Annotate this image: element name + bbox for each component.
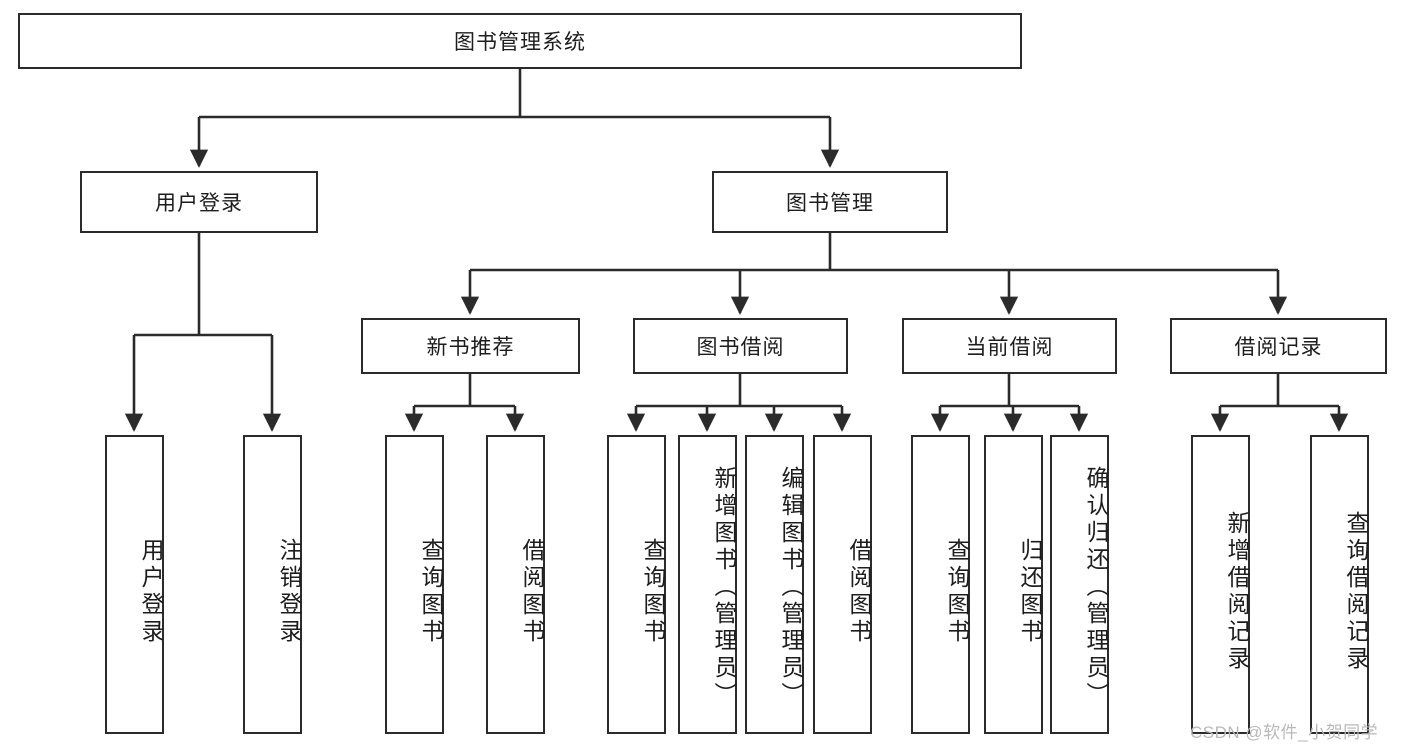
- node-leaf-edit-book[interactable]: 编辑图书（管理员）: [745, 435, 804, 734]
- node-leaf-query-book-2[interactable]: 查询图书: [607, 435, 666, 734]
- node-new-book-recommend-label: 新书推荐: [426, 336, 515, 359]
- node-book-borrow-label: 图书借阅: [696, 336, 785, 359]
- node-leaf-add-record[interactable]: 新增借阅记录: [1191, 435, 1250, 734]
- node-current-borrow-label: 当前借阅: [965, 336, 1054, 359]
- node-root[interactable]: 图书管理系统: [18, 13, 1022, 69]
- node-user-login[interactable]: 用户登录: [80, 171, 318, 233]
- node-leaf-query-record-label: 查询借阅记录: [1343, 510, 1369, 673]
- node-user-login-label: 用户登录: [155, 192, 243, 215]
- node-leaf-logout-label: 注销登录: [276, 537, 302, 646]
- node-leaf-query-book-3[interactable]: 查询图书: [911, 435, 970, 734]
- node-current-borrow[interactable]: 当前借阅: [902, 318, 1117, 374]
- node-leaf-add-book-label: 新增图书（管理员）: [711, 466, 737, 709]
- node-leaf-logout[interactable]: 注销登录: [243, 435, 302, 734]
- csdn-watermark: CSDN @软件_小贺同学: [1190, 723, 1379, 742]
- node-leaf-confirm-return-label: 确认归还（管理员）: [1083, 466, 1109, 709]
- node-leaf-query-book-1-label: 查询图书: [418, 537, 444, 646]
- node-leaf-add-book[interactable]: 新增图书（管理员）: [678, 435, 737, 734]
- node-borrow-record-label: 借阅记录: [1234, 336, 1323, 359]
- node-leaf-return-book-label: 归还图书: [1017, 537, 1043, 646]
- node-leaf-borrow-book-1[interactable]: 借阅图书: [486, 435, 545, 734]
- node-leaf-query-record[interactable]: 查询借阅记录: [1310, 435, 1369, 734]
- node-root-label: 图书管理系统: [454, 31, 586, 54]
- node-leaf-borrow-book-2[interactable]: 借阅图书: [813, 435, 872, 734]
- node-book-manage[interactable]: 图书管理: [712, 171, 948, 233]
- node-leaf-borrow-book-1-label: 借阅图书: [519, 537, 545, 646]
- node-leaf-add-record-label: 新增借阅记录: [1224, 510, 1250, 673]
- node-leaf-query-book-2-label: 查询图书: [640, 537, 666, 646]
- node-leaf-user-login[interactable]: 用户登录: [105, 435, 164, 734]
- node-new-book-recommend[interactable]: 新书推荐: [361, 318, 580, 374]
- node-leaf-return-book[interactable]: 归还图书: [984, 435, 1043, 734]
- node-book-manage-label: 图书管理: [786, 192, 874, 215]
- node-leaf-edit-book-label: 编辑图书（管理员）: [778, 466, 804, 709]
- node-leaf-query-book-3-label: 查询图书: [944, 537, 970, 646]
- node-book-borrow[interactable]: 图书借阅: [633, 318, 848, 374]
- node-leaf-user-login-label: 用户登录: [138, 537, 164, 646]
- node-borrow-record[interactable]: 借阅记录: [1170, 318, 1387, 374]
- node-leaf-query-book-1[interactable]: 查询图书: [385, 435, 444, 734]
- node-leaf-confirm-return[interactable]: 确认归还（管理员）: [1050, 435, 1109, 734]
- node-leaf-borrow-book-2-label: 借阅图书: [846, 537, 872, 646]
